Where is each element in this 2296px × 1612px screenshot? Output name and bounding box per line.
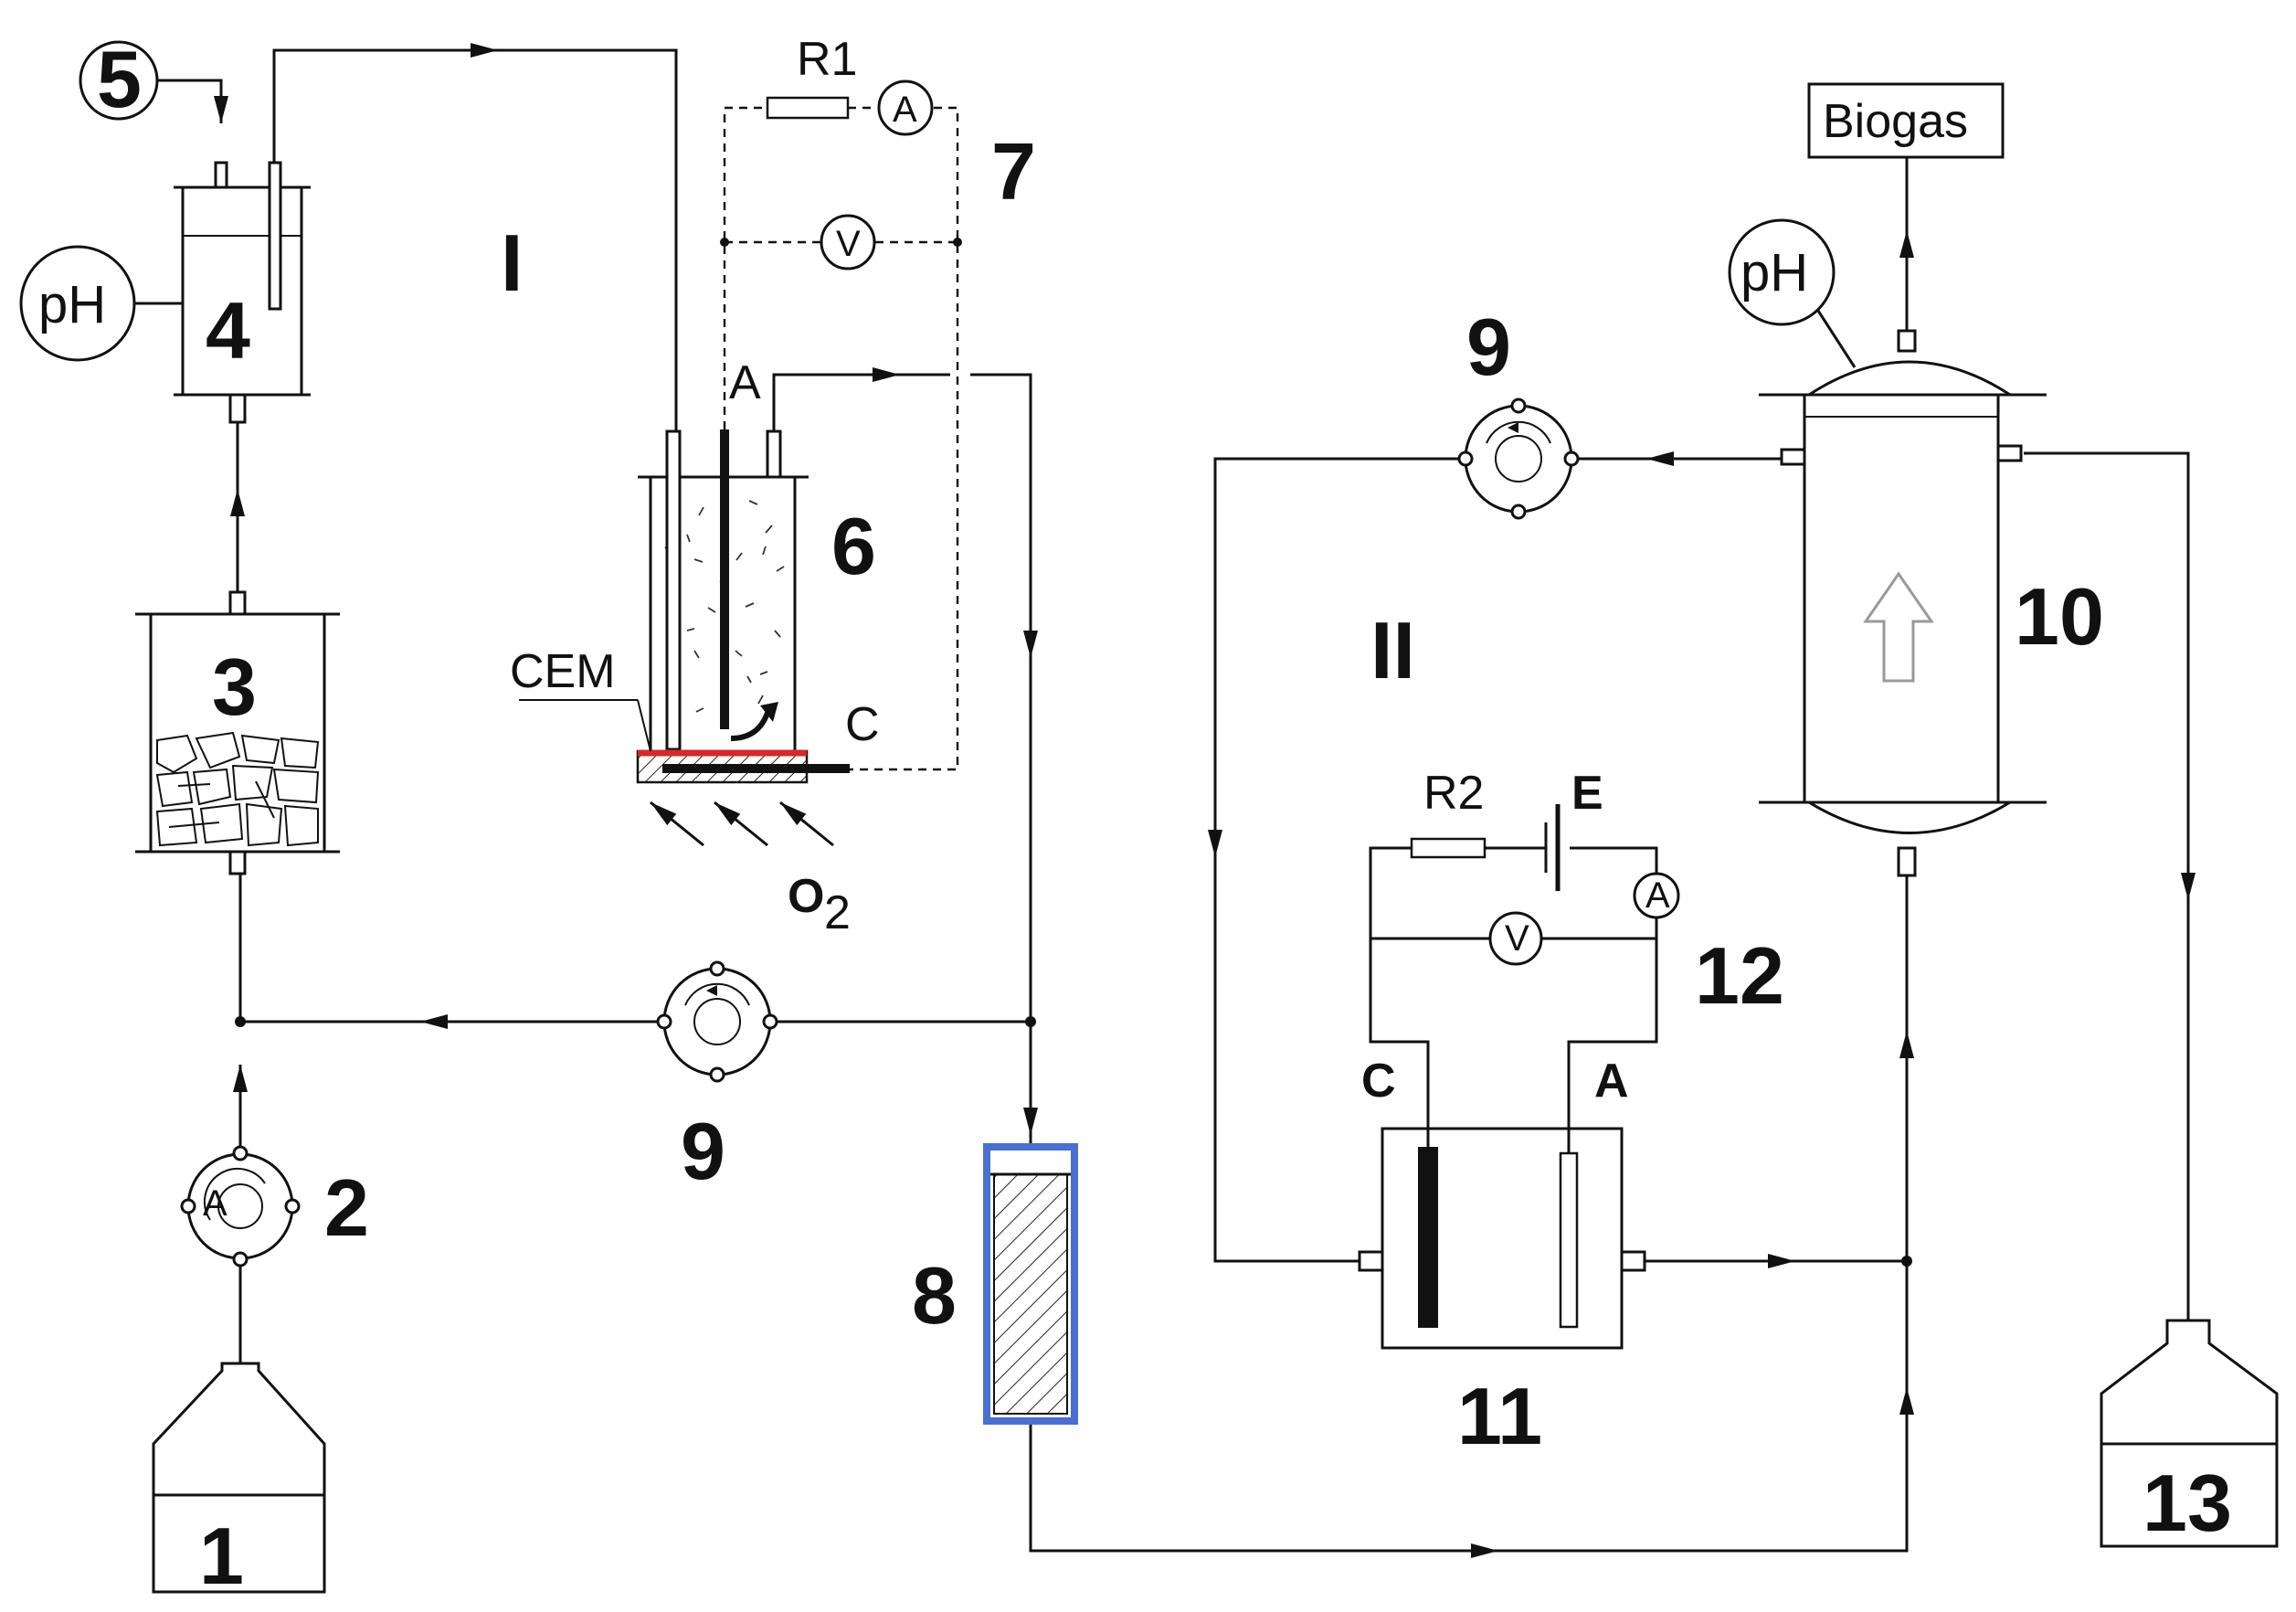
anode-label-1: A bbox=[729, 356, 761, 409]
feed-pump: A 2 bbox=[180, 1145, 369, 1267]
cathode-electrode bbox=[1418, 1147, 1438, 1328]
label-7: 7 bbox=[991, 126, 1036, 217]
recirculation-pump-2: 9 bbox=[1457, 302, 1580, 520]
stage-label-2: II bbox=[1370, 605, 1415, 695]
label-8: 8 bbox=[912, 1250, 957, 1341]
cem-label: CEM bbox=[510, 645, 616, 698]
label-4: 4 bbox=[206, 285, 250, 376]
label-3: 3 bbox=[212, 642, 257, 732]
biogas-label: Biogas bbox=[1823, 95, 1968, 148]
electrochemical-cell: 11 bbox=[1358, 1127, 1646, 1461]
oxygen-subscript: 2 bbox=[824, 886, 851, 939]
stage-label-1: I bbox=[501, 217, 523, 308]
effluent-bottle: 13 bbox=[2100, 1319, 2279, 1548]
label-2: 2 bbox=[324, 1162, 369, 1253]
ammeter-label-2: A bbox=[1645, 875, 1670, 916]
external-circuit-1: R1 A V 7 bbox=[720, 33, 1036, 771]
filter-column: 8 bbox=[912, 1143, 1078, 1425]
ph-sensor-label-1: pH bbox=[38, 275, 106, 334]
oxygen-label: O bbox=[788, 870, 824, 923]
resistor-r1 bbox=[766, 96, 850, 120]
voltmeter-label-1: V bbox=[836, 224, 861, 264]
label-6: 6 bbox=[831, 501, 876, 591]
voltmeter-label-2: V bbox=[1505, 918, 1529, 959]
label-13: 13 bbox=[2143, 1458, 2232, 1548]
packed-column: 3 bbox=[135, 590, 340, 875]
inlet-source: 5 bbox=[79, 34, 159, 124]
label-5: 5 bbox=[97, 34, 142, 124]
anode-label-2: A bbox=[1594, 1055, 1629, 1108]
feed-bottle: 1 bbox=[152, 1362, 326, 1601]
ph-sensor-label-2: pH bbox=[1741, 243, 1808, 302]
cathode-label-2: C bbox=[1361, 1055, 1396, 1108]
label-11: 11 bbox=[1457, 1371, 1542, 1461]
power-source-label: E bbox=[1571, 767, 1603, 820]
anaerobic-reactor: pH Biogas 10 bbox=[1728, 82, 2104, 877]
resistor-r2 bbox=[1410, 837, 1487, 859]
pipe-network bbox=[153, 43, 2195, 1558]
resistor-label-r2: R2 bbox=[1423, 767, 1484, 820]
label-10: 10 bbox=[2015, 571, 2104, 662]
recirculation-pump-1: 9 bbox=[656, 960, 778, 1196]
oxygen-arrows bbox=[650, 801, 834, 847]
resistor-label-r1: R1 bbox=[797, 33, 857, 86]
anode-electrode bbox=[1559, 1151, 1579, 1329]
label-9-stage1: 9 bbox=[681, 1106, 725, 1196]
cathode-label-1: C bbox=[845, 698, 880, 751]
microbial-fuel-cell: CEM A C 6 O 2 bbox=[510, 356, 880, 939]
ph-conditioning-vessel: pH 4 bbox=[19, 161, 311, 424]
label-12: 12 bbox=[1695, 930, 1784, 1021]
ammeter-label-1: A bbox=[893, 90, 917, 130]
external-circuit-2: R2 E A V C A 12 bbox=[1361, 767, 1784, 1153]
upflow-arrow-icon bbox=[1863, 571, 1934, 683]
label-9-stage2: 9 bbox=[1466, 302, 1511, 392]
svg-text:A: A bbox=[203, 1183, 227, 1224]
packing-media bbox=[155, 731, 320, 847]
label-1: 1 bbox=[199, 1511, 244, 1601]
